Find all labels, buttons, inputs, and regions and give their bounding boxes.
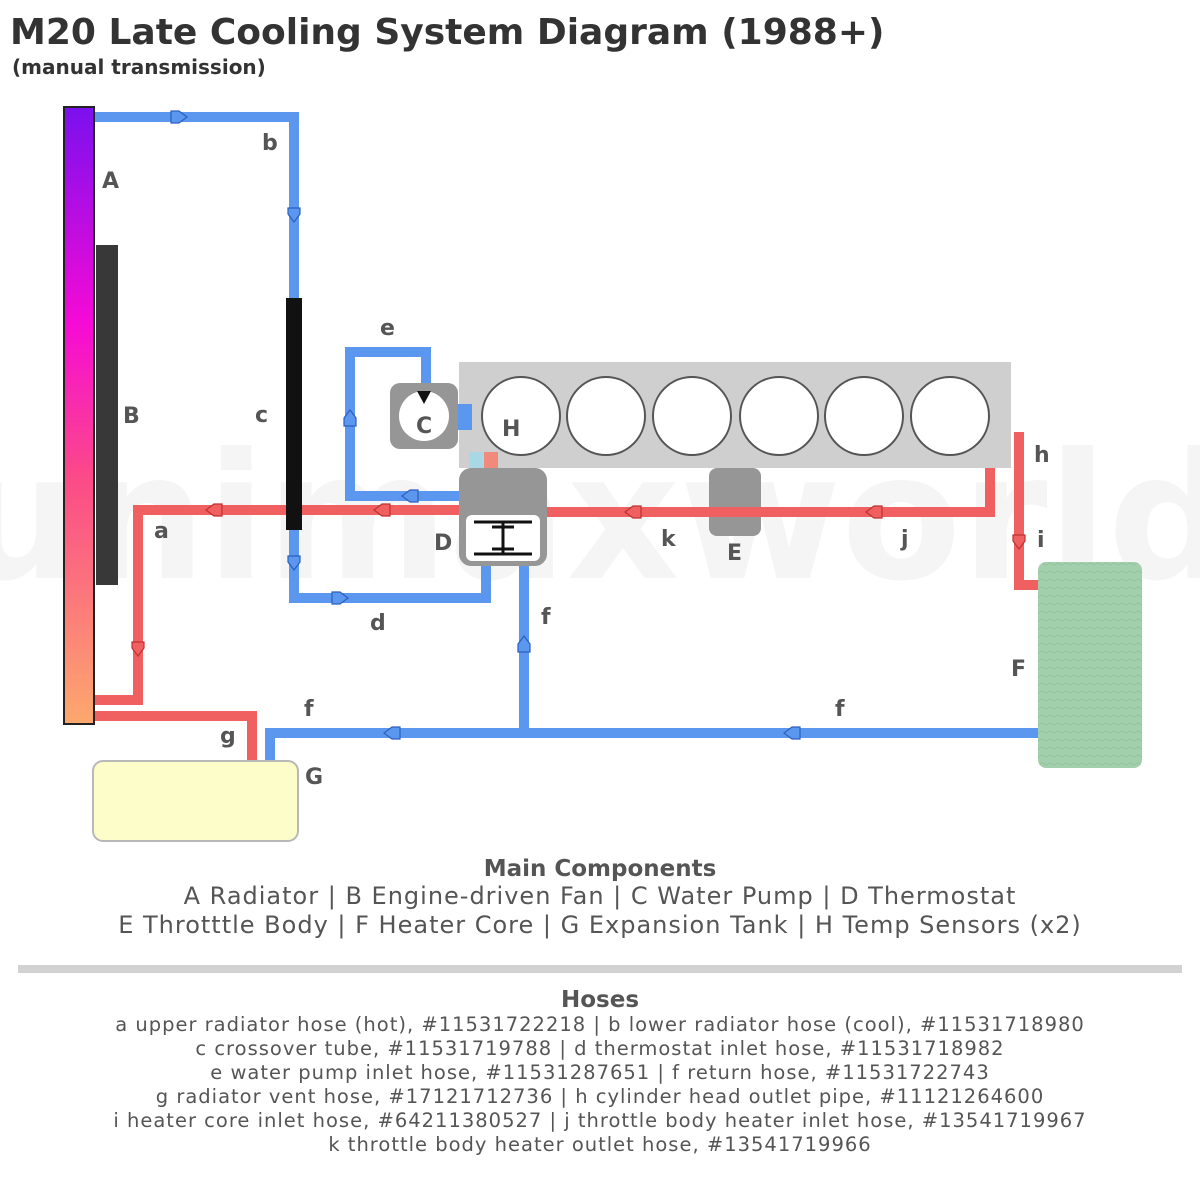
label-hose-i: i [1037,528,1045,553]
cylinder-3 [652,376,732,456]
flow-arrow-b2-icon [287,207,301,223]
flow-arrow-k-icon [624,505,642,519]
label-H: H [502,417,520,442]
flow-arrow-f3-icon [783,726,801,740]
flow-arrow-f1-icon [517,635,531,653]
label-D: D [434,531,452,556]
hoses-legend-row: e water pump inlet hose, #11531287651 | … [210,1061,990,1084]
cylinder-6 [910,376,990,456]
label-hose-c: c [255,403,268,428]
page-subtitle: (manual transmission) [12,55,266,79]
label-hose-f-left: f [304,697,314,722]
label-hose-a: a [154,519,169,544]
heater-core-F [1038,562,1142,768]
flow-arrow-a3-icon [131,641,145,657]
thermostat-valve-icon [474,520,532,556]
hoses-legend-title: Hoses [560,987,640,1013]
hoses-legend-row: k throttle body heater outlet hose, #135… [328,1133,872,1156]
flow-arrow-b1-icon [170,110,188,124]
hose-f-heater-return [265,728,1040,762]
flow-arrow-a2-icon [373,503,391,517]
hose-g [94,711,257,762]
hose-h-i [1014,432,1040,590]
label-hose-d: d [370,611,386,636]
hoses-legend-row: a upper radiator hose (hot), #1153172221… [115,1013,1085,1036]
label-C: C [416,414,432,439]
components-legend: Main Components A Radiator | B Engine-dr… [0,856,1200,940]
divider [18,965,1182,973]
components-legend-row: E Throtttle Body | F Heater Core | G Exp… [118,911,1082,939]
hoses-legend-row: i heater core inlet hose, #64211380527 |… [113,1109,1087,1132]
flow-arrow-d2-icon [331,591,349,605]
label-hose-e: e [380,316,395,341]
flow-arrow-d1-icon [287,555,301,571]
cylinder-5 [824,376,904,456]
label-hose-k: k [661,527,677,552]
water-pump-impeller [399,391,449,441]
radiator-A [63,106,95,725]
throttle-body-E [709,468,761,536]
label-F: F [1011,657,1026,682]
label-B: B [123,404,140,429]
label-E: E [727,541,742,566]
hose-b [94,112,299,298]
pump-direction-arrow-icon [417,391,431,404]
water-pump-outlet [458,404,472,430]
expansion-tank-G [92,760,299,842]
temp-sensor-2 [484,452,498,468]
hoses-legend-row: g radiator vent hose, #17121712736 | h c… [155,1085,1045,1108]
hoses-legend-row: c crossover tube, #11531719788 | d therm… [195,1037,1005,1060]
label-hose-b: b [262,131,278,156]
flow-arrow-f2-icon [383,726,401,740]
components-legend-row: A Radiator | B Engine-driven Fan | C Wat… [183,882,1017,910]
hose-k-j [546,468,995,517]
flow-arrow-i-icon [1012,534,1026,550]
temp-sensor-1 [469,452,483,468]
label-hose-g: g [220,724,236,749]
page-title: M20 Late Cooling System Diagram (1988+) [10,12,885,53]
label-hose-j: j [900,527,909,552]
hoses-legend: Hoses a upper radiator hose (hot), #1153… [0,987,1200,1157]
components-legend-title: Main Components [483,856,717,882]
flow-arrow-e1-icon [343,409,357,427]
cylinder-2 [566,376,646,456]
label-A: A [102,169,119,194]
fan-B [96,245,118,585]
flow-arrow-e2-icon [401,489,419,503]
label-G: G [305,765,323,790]
cylinder-4 [739,376,819,456]
cylinder-1 [481,376,561,456]
hose-c-crossover [286,298,302,530]
flow-arrow-a1-icon [205,503,223,517]
label-hose-f-right: f [835,697,845,722]
flow-arrow-j-icon [865,505,883,519]
label-hose-h: h [1034,443,1050,468]
label-hose-f-vertical: f [541,605,551,630]
hose-e [345,347,459,501]
